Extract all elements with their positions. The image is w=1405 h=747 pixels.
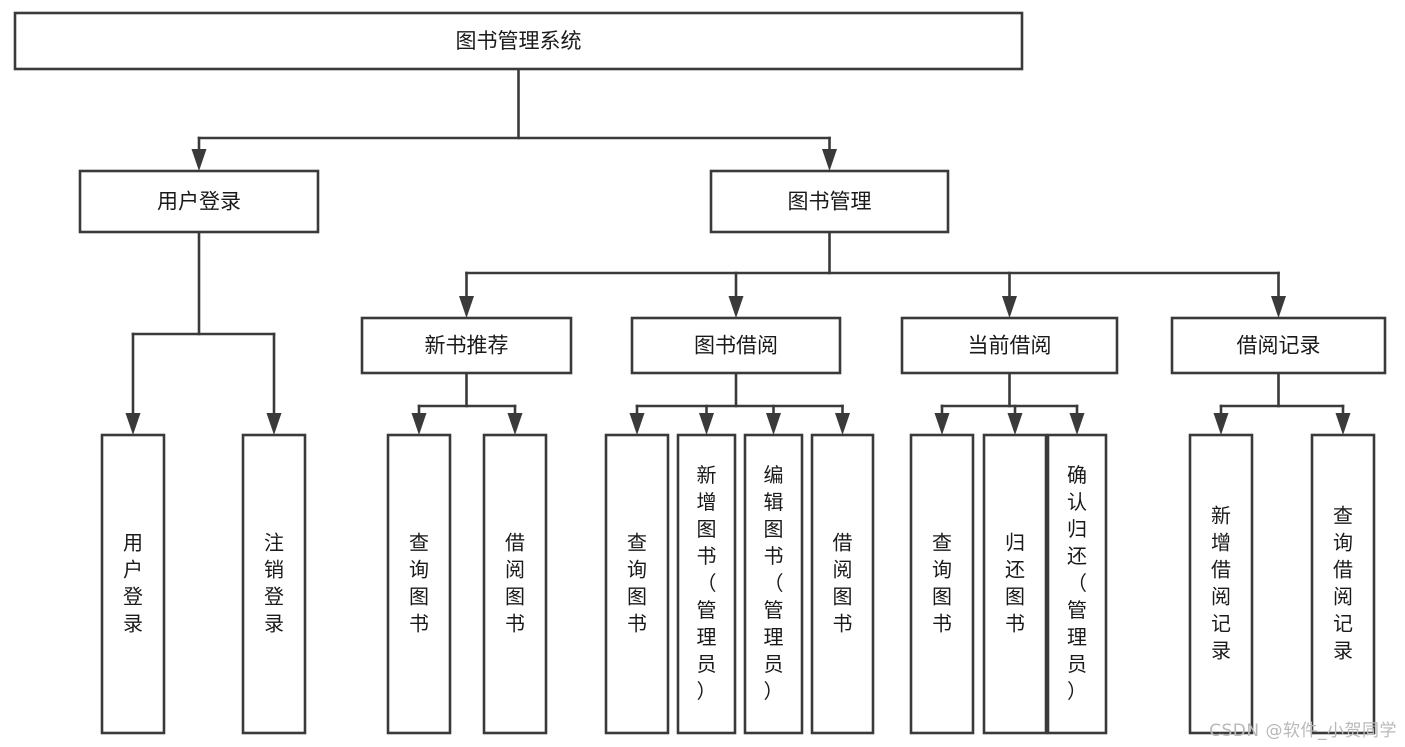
node-label: 编辑图书（管理员）	[764, 463, 784, 703]
node-current[interactable]: 当前借阅	[900, 316, 1119, 375]
node-label: 图书管理系统	[456, 29, 582, 53]
node-box[interactable]	[909, 433, 975, 735]
arrow-head-icon	[1069, 413, 1085, 435]
edge-layer	[125, 67, 1351, 435]
node-box[interactable]	[13, 11, 1024, 71]
node-leaf-current-confirm[interactable]: 确认归还（管理员）	[1046, 433, 1108, 735]
connector-group	[934, 371, 1085, 435]
arrow-head-icon	[191, 149, 207, 171]
node-box[interactable]	[810, 433, 875, 735]
arrow-head-icon	[699, 413, 714, 435]
node-leaf-record-add[interactable]: 新增借阅记录	[1188, 433, 1254, 735]
arrow-head-icon	[411, 413, 427, 435]
arrow-head-icon	[766, 413, 781, 435]
node-leaf-user-logout[interactable]: 注销登录	[241, 433, 307, 735]
node-box[interactable]	[100, 433, 166, 735]
node-label: 归还图书	[1005, 530, 1025, 635]
node-layer: 图书管理系统用户登录图书管理新书推荐图书借阅当前借阅借阅记录用户登录注销登录查询…	[13, 11, 1387, 735]
node-leaf-newbook-query[interactable]: 查询图书	[386, 433, 452, 735]
node-label: 用户登录	[123, 530, 143, 635]
arrow-head-icon	[835, 413, 850, 435]
node-leaf-borrow-edit[interactable]: 编辑图书（管理员）	[743, 433, 804, 735]
arrow-head-icon	[507, 413, 523, 435]
arrow-head-icon	[629, 413, 645, 435]
node-label: 新增借阅记录	[1211, 503, 1231, 662]
node-box[interactable]	[241, 433, 307, 735]
arrow-head-icon	[1213, 413, 1229, 435]
node-box[interactable]	[1310, 433, 1376, 735]
node-box[interactable]	[604, 433, 670, 735]
node-box[interactable]	[900, 316, 1119, 375]
watermark-text: CSDN @软件_小贺同学	[1209, 721, 1397, 741]
node-leaf-borrow-add[interactable]: 新增图书（管理员）	[676, 433, 737, 735]
node-root[interactable]: 图书管理系统	[13, 11, 1024, 71]
arrow-head-icon	[1335, 413, 1351, 435]
arrow-head-icon	[459, 296, 474, 318]
node-borrow[interactable]: 图书借阅	[630, 316, 842, 375]
node-leaf-borrow-query[interactable]: 查询图书	[604, 433, 670, 735]
node-leaf-user-login[interactable]: 用户登录	[100, 433, 166, 735]
node-box[interactable]	[482, 433, 548, 735]
node-leaf-record-query[interactable]: 查询借阅记录	[1310, 433, 1376, 735]
node-label: 图书借阅	[694, 334, 778, 358]
node-newbook[interactable]: 新书推荐	[360, 316, 573, 375]
node-box[interactable]	[360, 316, 573, 375]
node-leaf-newbook-borrow[interactable]: 借阅图书	[482, 433, 548, 735]
connector-group	[629, 371, 850, 435]
arrow-head-icon	[1271, 296, 1286, 318]
node-label: 新书推荐	[425, 334, 509, 358]
node-label: 新增图书（管理员）	[697, 463, 717, 703]
node-box[interactable]	[709, 169, 950, 234]
node-box[interactable]	[1188, 433, 1254, 735]
node-box[interactable]	[743, 433, 804, 735]
connector-group	[125, 230, 282, 435]
arrow-head-icon	[125, 413, 141, 435]
node-label: 用户登录	[157, 190, 241, 214]
connector-group	[459, 230, 1286, 318]
node-label: 查询图书	[627, 530, 647, 635]
node-box[interactable]	[78, 169, 320, 234]
arrow-head-icon	[266, 413, 282, 435]
arrow-head-icon	[934, 413, 950, 435]
arrow-head-icon	[728, 296, 744, 318]
node-label: 借阅图书	[505, 530, 525, 635]
node-label: 查询图书	[409, 530, 429, 635]
node-label: 图书管理	[788, 190, 872, 214]
node-login[interactable]: 用户登录	[78, 169, 320, 234]
node-box[interactable]	[1046, 433, 1108, 735]
arrow-head-icon	[1002, 296, 1017, 318]
connector-group	[411, 371, 523, 435]
node-box[interactable]	[1170, 316, 1387, 375]
node-box[interactable]	[676, 433, 737, 735]
node-bookmgmt[interactable]: 图书管理	[709, 169, 950, 234]
arrow-head-icon	[1007, 413, 1023, 435]
node-label: 借阅图书	[833, 530, 853, 635]
node-label: 当前借阅	[968, 334, 1052, 358]
node-box[interactable]	[982, 433, 1048, 735]
node-box[interactable]	[630, 316, 842, 375]
node-box[interactable]	[386, 433, 452, 735]
arrow-head-icon	[822, 149, 837, 171]
node-label: 查询借阅记录	[1333, 503, 1353, 662]
node-leaf-borrow-do[interactable]: 借阅图书	[810, 433, 875, 735]
node-label: 注销登录	[264, 530, 284, 635]
node-label: 借阅记录	[1237, 334, 1321, 358]
node-label: 确认归还（管理员）	[1067, 463, 1087, 703]
node-leaf-current-return[interactable]: 归还图书	[982, 433, 1048, 735]
node-label: 查询图书	[932, 530, 952, 635]
node-leaf-current-query[interactable]: 查询图书	[909, 433, 975, 735]
node-record[interactable]: 借阅记录	[1170, 316, 1387, 375]
connector-group	[1213, 371, 1351, 435]
connector-group	[191, 67, 837, 171]
